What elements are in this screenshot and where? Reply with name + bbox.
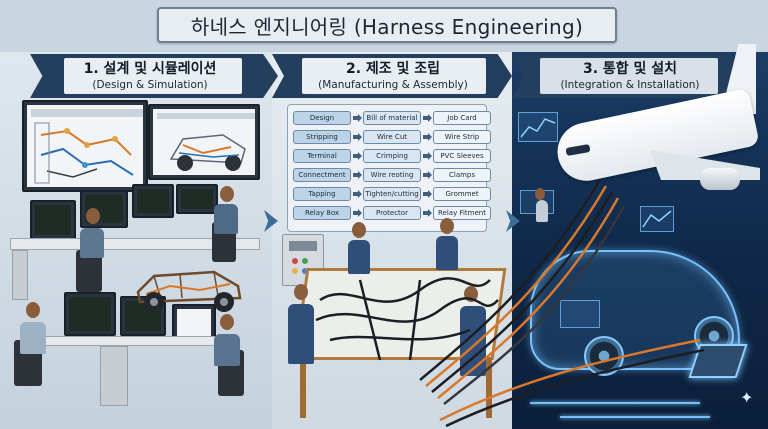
chart-cell-tighten-cutting: Tighten/cutting xyxy=(363,187,421,201)
chart-cell-pvc-sleeves: PVC Sleeves xyxy=(433,149,491,163)
battery-module-icon xyxy=(560,300,600,328)
chart-cell-terminal: Terminal xyxy=(293,149,351,163)
chart-cell-job-card: Job Card xyxy=(433,111,491,125)
phase-3-subheading: (Integration & Installation) xyxy=(560,79,700,91)
cad-screen xyxy=(27,105,143,187)
chart-cell-crimping: Crimping xyxy=(363,149,421,163)
chart-cell-tapping: Tapping xyxy=(293,187,351,201)
workstation-monitor-icon xyxy=(22,100,148,192)
engineering-desk-lower xyxy=(40,336,230,346)
cad-drawing-icon xyxy=(31,109,143,184)
chart-cell-protector: Protector xyxy=(363,206,421,220)
phase-1-heading: 1. 설계 및 시뮬레이션 xyxy=(83,61,217,77)
phase-2-subheading: (Manufacturing & Assembly) xyxy=(318,79,468,91)
chart-cell-design: Design xyxy=(293,111,351,125)
phase-1-label-bg xyxy=(64,58,242,94)
page-title: 하네스 엔지니어링 (Harness Engineering) xyxy=(157,7,617,43)
phase-1-subheading: (Design & Simulation) xyxy=(92,79,208,91)
chart-cell-wire-cut: Wire Cut xyxy=(363,130,421,144)
car-model-monitor-icon xyxy=(148,104,260,180)
simulation-monitor-3-icon xyxy=(132,184,174,218)
simulation-monitor-1-icon xyxy=(30,200,76,240)
chart-cell-connectment: Connectment xyxy=(293,168,351,182)
phase-2-label-bg xyxy=(302,58,486,94)
car-chassis-model-icon xyxy=(136,270,242,312)
jet-engine-icon xyxy=(700,168,740,190)
holo-graph-1-icon xyxy=(518,112,558,142)
phase-3-heading: 3. 통합 및 설치 xyxy=(582,61,678,77)
phase-3-label: 3. 통합 및 설치 (Integration & Installation) xyxy=(520,60,740,92)
engineering-desk-upper xyxy=(10,238,260,250)
simulation-monitor-4-icon xyxy=(176,184,218,214)
holo-graph-2-icon xyxy=(640,206,674,232)
chart-cell-stripping: Stripping xyxy=(293,130,351,144)
chart-cell-relay-fitment: Relay Fitment xyxy=(433,206,491,220)
phase-3-label-bg xyxy=(540,58,718,94)
simulation-monitor-5-icon xyxy=(64,292,116,336)
simulation-monitor-2-icon xyxy=(80,190,128,228)
chart-cell-wire-strip: Wire Strip xyxy=(433,130,491,144)
chart-cell-wire-reoting: Wire reoting xyxy=(363,168,421,182)
chart-cell-relay-box: Relay 8ox xyxy=(293,206,351,220)
phase-1-label: 1. 설계 및 시뮬레이션 (Design & Simulation) xyxy=(40,60,260,92)
sparkle-icon: ✦ xyxy=(740,388,754,407)
car-model-screen xyxy=(153,109,255,175)
chart-cell-bill-of-material: Bill of material xyxy=(363,111,421,125)
car-wheel-front-icon xyxy=(584,336,624,376)
chart-cell-clamps: Clamps xyxy=(433,168,491,182)
car-chassis-icon xyxy=(157,113,255,171)
chart-cell-grommet: Grommet xyxy=(433,187,491,201)
phase-2-label: 2. 제조 및 조립 (Manufacturing & Assembly) xyxy=(278,60,508,92)
phase-2-heading: 2. 제조 및 조립 xyxy=(345,61,441,77)
